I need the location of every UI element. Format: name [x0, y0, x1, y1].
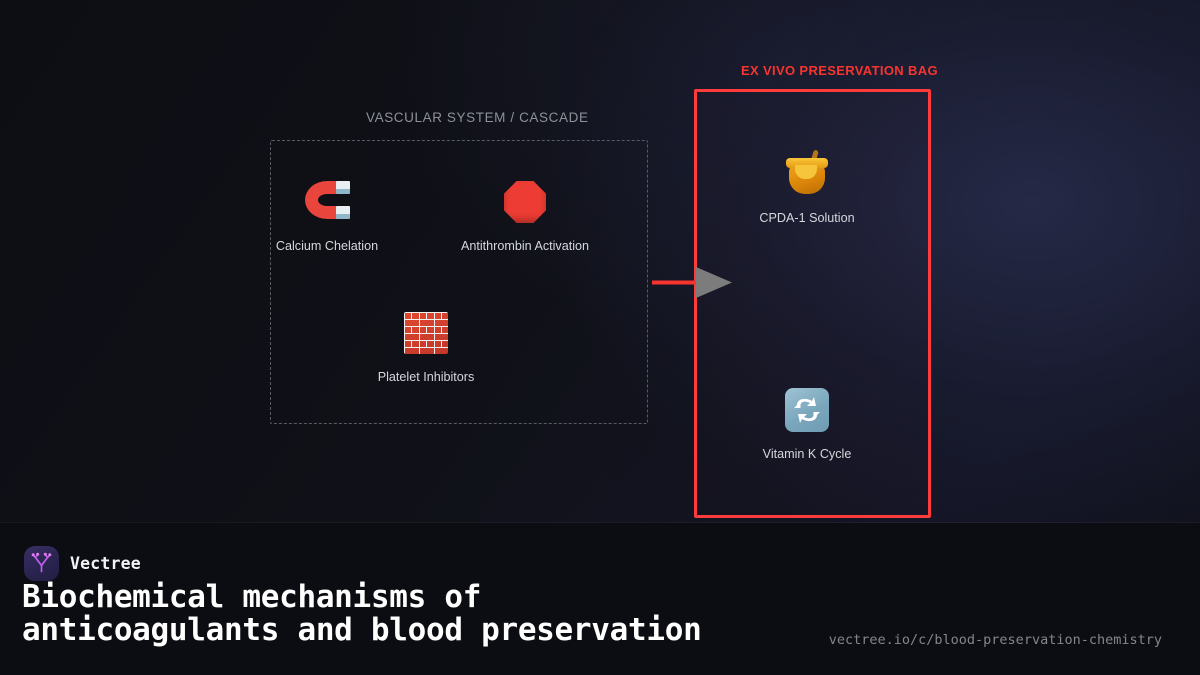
- node-calcium-chelation[interactable]: Calcium Chelation: [242, 176, 412, 253]
- honey-pot-icon: [781, 148, 833, 200]
- node-label: Calcium Chelation: [275, 239, 379, 253]
- page-title-line-1: Biochemical mechanisms of: [22, 579, 482, 615]
- node-antithrombin-activation[interactable]: Antithrombin Activation: [440, 176, 610, 253]
- site-url: vectree.io/c/blood-preservation-chemistr…: [828, 632, 1162, 649]
- group-label-vascular: VASCULAR SYSTEM / CASCADE: [366, 110, 589, 125]
- node-cpda-1-solution[interactable]: CPDA-1 Solution: [722, 148, 892, 225]
- brick-wall-icon: [400, 307, 452, 359]
- node-label: Platelet Inhibitors: [377, 370, 475, 384]
- cycle-arrows-icon: [781, 384, 833, 436]
- magnet-icon: [301, 176, 353, 228]
- node-vitamin-k-cycle[interactable]: Vitamin K Cycle: [722, 384, 892, 461]
- node-platelet-inhibitors[interactable]: Platelet Inhibitors: [341, 307, 511, 384]
- page-title-line-2: anticoagulants and blood preservation: [22, 612, 702, 649]
- brand[interactable]: Vectree: [24, 546, 141, 581]
- group-box-exvivo: [694, 89, 931, 518]
- footer-divider: [0, 522, 1200, 523]
- node-label: Antithrombin Activation: [460, 239, 590, 253]
- group-label-exvivo: EX VIVO PRESERVATION BAG: [741, 63, 938, 78]
- footer-bar: Vectree Biochemical mechanisms of antico…: [0, 523, 1200, 675]
- vectree-tree-logo-icon: [24, 546, 59, 581]
- node-label: Vitamin K Cycle: [762, 447, 852, 461]
- stop-octagon-icon: [499, 176, 551, 228]
- group-box-vascular: [270, 140, 648, 424]
- brand-name: Vectree: [70, 554, 141, 573]
- node-label: CPDA-1 Solution: [759, 211, 855, 225]
- footer-title-block: Biochemical mechanisms of anticoagulants…: [22, 579, 1186, 649]
